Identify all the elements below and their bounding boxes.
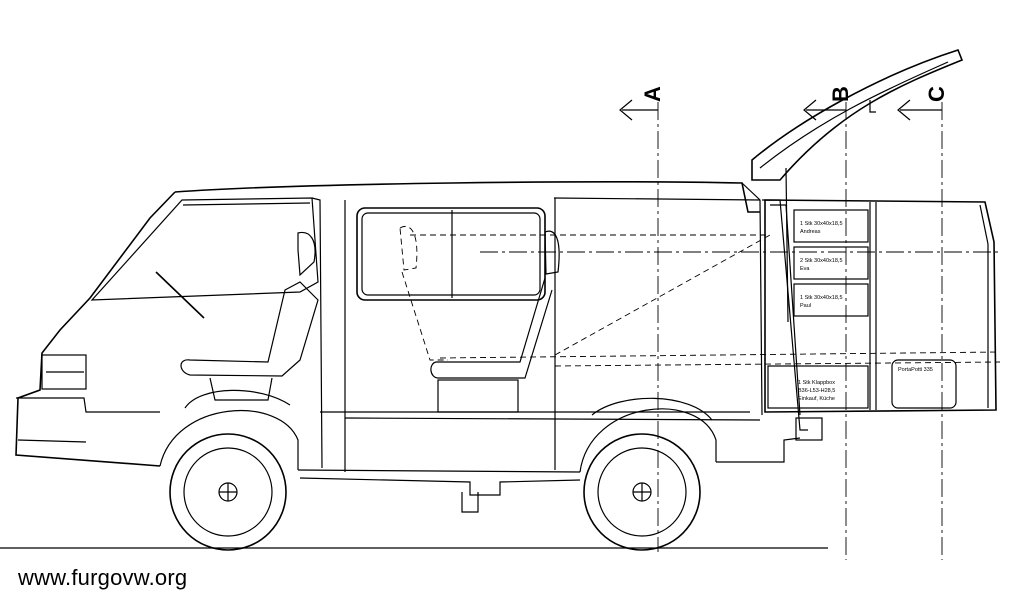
storage-box-4-line1: 1 Stk Klappbox [798,380,835,386]
section-line-c: C [897,86,949,560]
storage-box-1-line2: Andreas [800,229,821,235]
section-line-a: A [619,86,665,552]
storage-box-4-line3: Einkauf, Küche [798,396,835,402]
tailgate [751,49,964,181]
wiper-arm [155,271,205,319]
toilet: PortaPotti 335 [891,359,957,409]
storage-box-3: 1 Stk 30x40x18,5 Paul [793,283,869,317]
storage-box-1-line1: 1 Stk 30x40x18,5 [800,221,843,227]
section-label-b: B [828,86,853,102]
windshield-area [90,197,319,301]
van-body [15,181,801,513]
storage-box-4-line2: B36-L53-H28,5 [798,388,835,394]
storage-box-2-line2: Eva [800,266,810,272]
front-wheel [169,433,287,551]
section-line-b: B [803,86,853,560]
sight-lines [410,234,1001,367]
rear-wheel [583,433,701,551]
side-window [356,207,546,301]
rear-bench [399,226,560,413]
storage-box-3-line1: 1 Stk 30x40x18,5 [800,295,843,301]
section-label-a: A [640,86,665,102]
storage-cabinet: 1 Stk 30x40x18,5 Andreas 2 Stk 30x40x18,… [764,199,997,413]
headlight [41,354,87,390]
section-label-c: C [924,86,949,102]
toilet-label: PortaPotti 335 [898,367,933,373]
storage-box-4: 1 Stk Klappbox B36-L53-H28,5 Einkauf, Kü… [767,365,869,409]
storage-box-2-line1: 2 Stk 30x40x18,5 [800,258,843,264]
storage-box-2: 2 Stk 30x40x18,5 Eva [793,246,869,280]
front-seat [180,231,319,401]
storage-box-1: 1 Stk 30x40x18,5 Andreas [793,209,869,243]
website-watermark: www.furgovw.org [18,565,188,590]
storage-box-3-line2: Paul [800,303,811,309]
